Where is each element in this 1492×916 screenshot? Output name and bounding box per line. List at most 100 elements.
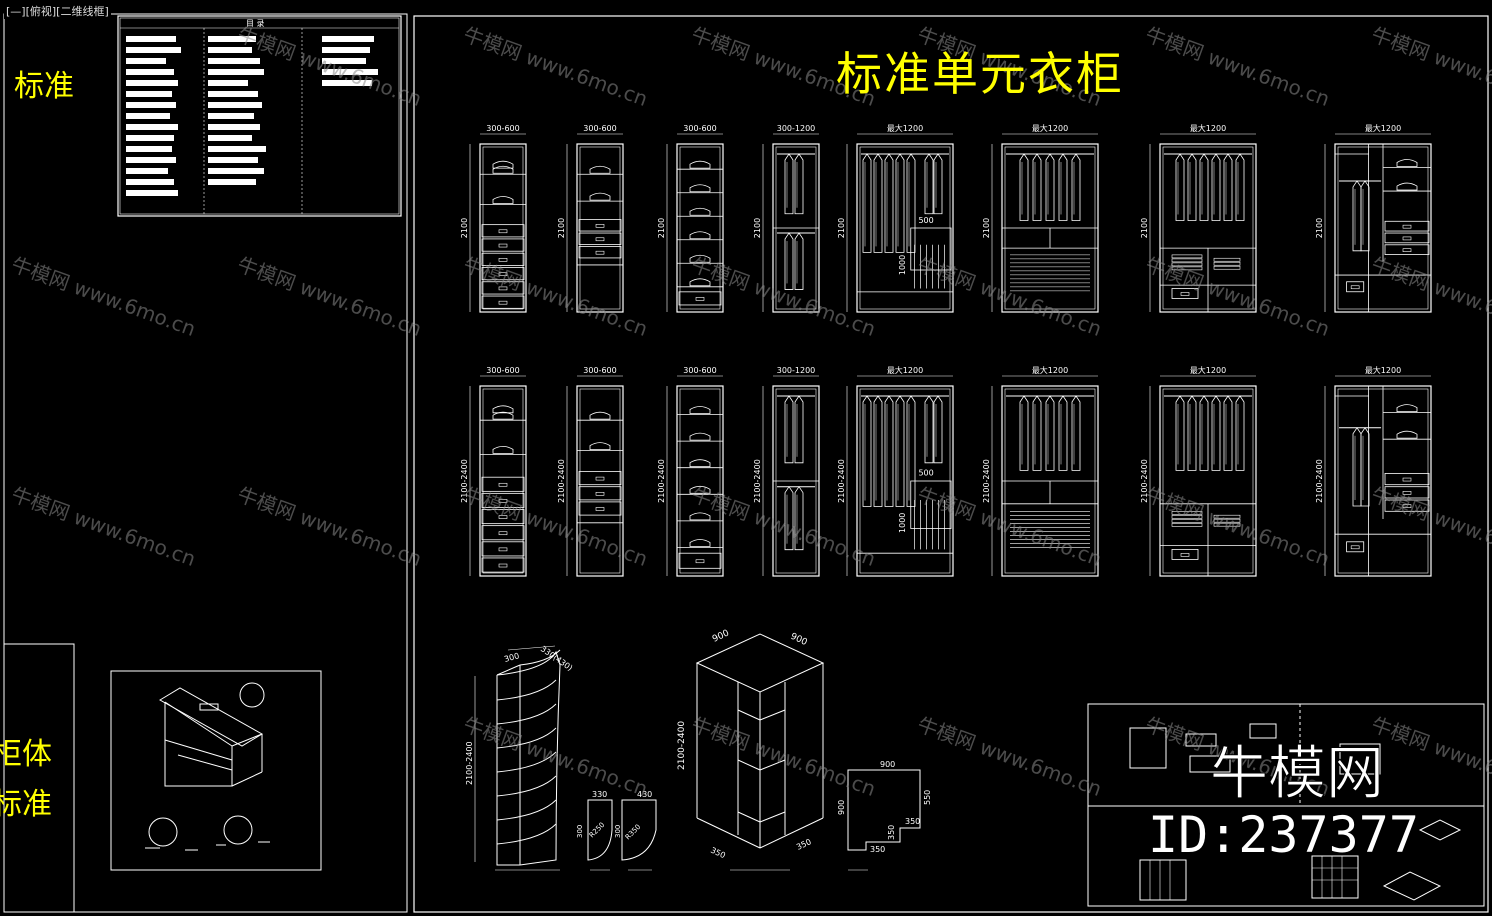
folded-item	[1396, 159, 1418, 167]
wardrobe-row-1: 300-6002100300-6002100300-6002100300-120…	[460, 123, 1432, 313]
drawer-handle	[695, 559, 705, 564]
drawer-handle	[595, 476, 605, 481]
index-entry-bar	[126, 157, 176, 163]
watermark-tile-8: 牛模网 www.6mo.cn	[460, 712, 651, 801]
folded-item	[589, 192, 611, 201]
folded-item	[1396, 430, 1418, 439]
garment-icon	[1045, 395, 1055, 471]
bottom-left-label-frame	[3, 643, 75, 913]
width-dimension-label: 最大1200	[1365, 365, 1401, 375]
drawer	[481, 238, 525, 252]
garment-icon	[1223, 395, 1233, 471]
index-entry-bar	[126, 113, 170, 119]
drawer	[481, 281, 525, 295]
garment-icon	[1058, 395, 1068, 471]
folded-item	[1171, 511, 1203, 515]
height-dimension-label: 2100-2400	[1315, 459, 1324, 503]
watermark-tile-0: 牛模网 www.6mo.cn	[8, 252, 199, 341]
corner-shelf-board	[496, 775, 557, 797]
pants-rack	[910, 480, 952, 529]
height-dimension-label: 2100	[1315, 218, 1324, 238]
corner-shelf-board	[496, 703, 557, 725]
garment-icon	[1360, 427, 1370, 507]
height-dimension-label: 2100	[657, 218, 666, 238]
corner-plan-dim-left: 900	[837, 800, 846, 815]
drawer-handle	[498, 482, 508, 487]
drawer-handle	[1402, 224, 1412, 229]
pants-rack-height-label: 1000	[898, 513, 907, 533]
folded-item	[589, 165, 611, 174]
folded-item	[1213, 514, 1241, 519]
drawer	[1384, 472, 1430, 486]
height-dimension-label: 2100	[460, 218, 469, 238]
index-entry-bar	[322, 36, 374, 42]
width-dimension-label: 最大1200	[1190, 365, 1226, 375]
garment-icon	[1187, 395, 1197, 471]
garment-icon	[1199, 153, 1209, 221]
folded-item	[689, 254, 711, 263]
viewport-label[interactable]: [—][俯视][二维线框]	[4, 3, 111, 19]
folded-item	[492, 446, 514, 454]
watermark-tile-6: 牛模网 www.6mo.cn	[460, 252, 651, 341]
drawer	[481, 476, 525, 492]
folded-item	[1171, 523, 1203, 527]
corner-plan-dim-bottom: 350	[870, 845, 885, 854]
drawer-handle	[595, 250, 605, 255]
drawer	[678, 552, 722, 569]
drawer-handle	[1402, 504, 1412, 508]
folded-item	[492, 411, 514, 420]
watermark-tile-16: 牛模网 www.6mo.cn	[914, 712, 1105, 801]
shelf-plan-a-radius: R250	[588, 821, 607, 840]
folded-item	[689, 459, 711, 468]
corner-plan-dim-inner2: 350	[887, 825, 896, 840]
folded-item	[1213, 257, 1241, 262]
garment-icon	[1187, 153, 1197, 221]
width-dimension-label: 300-600	[683, 124, 716, 133]
drawer	[578, 246, 622, 259]
side-label-cabinet-standard: 标准	[0, 787, 52, 822]
height-dimension-label: 2100-2400	[837, 459, 846, 503]
folded-item	[492, 405, 514, 414]
drawer	[481, 267, 525, 281]
garment-icon	[895, 153, 905, 253]
watermark-tile-5: 牛模网 www.6mo.cn	[460, 22, 651, 111]
index-entry-bar	[208, 113, 254, 119]
drawer	[1346, 541, 1365, 553]
watermark-tile-11: 牛模网 www.6mo.cn	[688, 482, 879, 571]
drawer	[578, 501, 622, 516]
height-dimension-label: 2100	[1140, 218, 1149, 238]
index-entry-bar	[208, 135, 252, 141]
hardware-detail-sheet	[1087, 703, 1485, 907]
garment-icon	[1175, 395, 1185, 471]
wardrobe-unit-r2-0: 300-600 2100-2400	[460, 366, 527, 577]
height-dimension-label: 2100-2400	[1140, 459, 1149, 503]
folded-item	[1213, 522, 1241, 527]
index-entry-bar	[126, 91, 172, 97]
side-label-standard: 标准	[14, 69, 74, 104]
drawer	[678, 291, 722, 306]
garment-icon	[884, 395, 894, 507]
main-drawing-frame	[413, 15, 1489, 913]
watermark-tile-19: 牛模网 www.6mo.cn	[1142, 482, 1333, 571]
height-dimension-label: 2100-2400	[460, 459, 469, 503]
width-dimension-label: 300-600	[486, 366, 519, 375]
drawer	[578, 471, 622, 486]
corner-shelf-board	[496, 679, 557, 701]
watermark-tile-1: 牛模网 www.6mo.cn	[8, 482, 199, 571]
corner-shelf-board	[496, 799, 557, 821]
drawer	[1384, 499, 1430, 512]
drawer-handle	[498, 243, 508, 248]
folded-item	[1213, 265, 1241, 270]
cabinet-outline	[676, 385, 724, 577]
height-dimension-label: 2100-2400	[982, 459, 991, 503]
side-label-cabinet: 柜体	[0, 737, 52, 772]
height-dimension-label: 2100-2400	[657, 459, 666, 503]
pants-rack-width-label: 500	[918, 216, 933, 225]
garment-icon	[794, 485, 804, 551]
shelf-plan-b-dim: 430	[637, 790, 652, 799]
